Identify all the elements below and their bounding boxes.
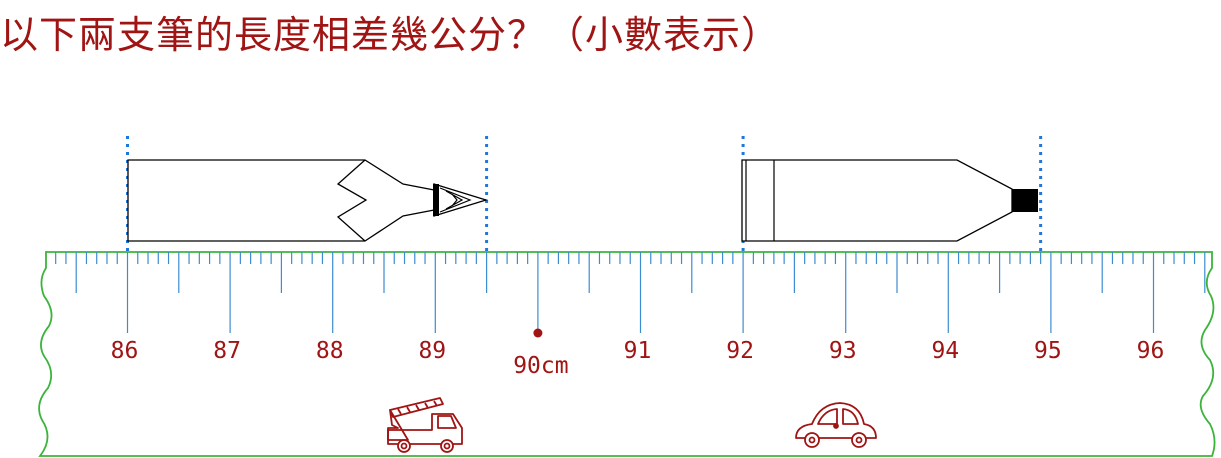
car-icon [795,402,877,448]
ruler-label: 95 [1034,338,1062,364]
ruler-label: 93 [829,338,857,364]
ruler-dot [533,328,543,338]
ruler-label: 90cm [513,353,568,379]
ruler: 86 87 88 89 90cm 91 92 93 94 95 96 [38,251,1216,457]
pencil-2 [741,159,1038,242]
ruler-label: 88 [316,338,344,364]
ruler-label: 86 [111,338,139,364]
question-title: 以下兩支筆的長度相差幾公分？（小數表示） [0,13,781,57]
pencil-1-lead-base [433,184,439,216]
ruler-labels: 86 87 88 89 90cm 91 92 93 94 95 96 [111,338,1165,379]
pencil-2-tip [1012,189,1038,212]
ruler-label: 91 [624,338,652,364]
pencil-1-lead-lines [439,187,472,213]
pencil-2-body [741,159,1013,242]
pencil-1-body [127,159,487,242]
ruler-label: 96 [1137,338,1165,364]
pencil-1-shaving-edge [336,159,368,242]
ruler-label: 87 [213,338,241,364]
pencil-1 [127,159,489,242]
ruler-ticks [55,252,1206,333]
ruler-label: 92 [726,338,754,364]
fire-truck-icon [387,397,463,453]
ruler-label: 94 [931,338,959,364]
ruler-label: 89 [418,338,446,364]
